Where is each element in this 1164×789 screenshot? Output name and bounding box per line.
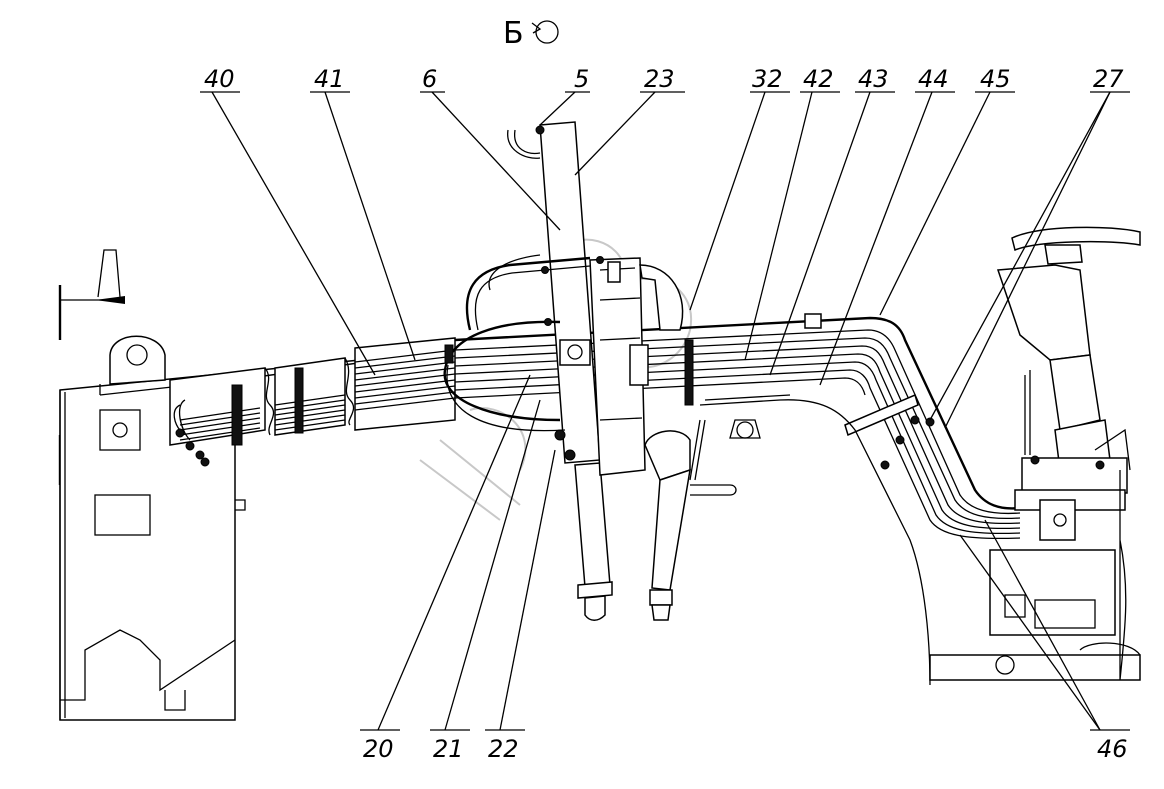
- curved-hoses: [443, 254, 604, 432]
- frame-right-outline: [699, 394, 931, 686]
- callout-40: 40: [204, 65, 235, 93]
- callout-41: 41: [314, 65, 345, 93]
- callout-43: 43: [858, 65, 889, 93]
- hydraulic-cylinder-main: [507, 121, 613, 621]
- callout-6: 6: [422, 65, 437, 93]
- callout-22: 22: [488, 735, 519, 763]
- callout-labels: 40 41 6 5 23 32 42 43 44 45 27 20 21 22 …: [200, 65, 1130, 763]
- hose-bundle-main: [454, 313, 1021, 540]
- section-marker-top: [58, 249, 125, 340]
- leader-lines: [211, 91, 1111, 731]
- callout-46: 46: [1097, 735, 1128, 763]
- callout-21: 21: [433, 735, 464, 763]
- view-title: Б: [503, 16, 524, 51]
- callout-45: 45: [980, 65, 1011, 93]
- steering-assembly: [929, 226, 1141, 681]
- callout-20: 20: [363, 735, 394, 763]
- rotation-icon: [531, 20, 559, 44]
- callout-5: 5: [574, 65, 589, 93]
- hose-bundle-left: [169, 337, 456, 467]
- callout-32: 32: [752, 65, 783, 93]
- bracket-assembly: [589, 257, 684, 476]
- callout-42: 42: [803, 65, 834, 93]
- callout-23: 23: [644, 65, 675, 93]
- hydraulic-cylinder-secondary: [644, 419, 737, 621]
- callout-27: 27: [1093, 65, 1124, 93]
- callout-44: 44: [918, 65, 949, 93]
